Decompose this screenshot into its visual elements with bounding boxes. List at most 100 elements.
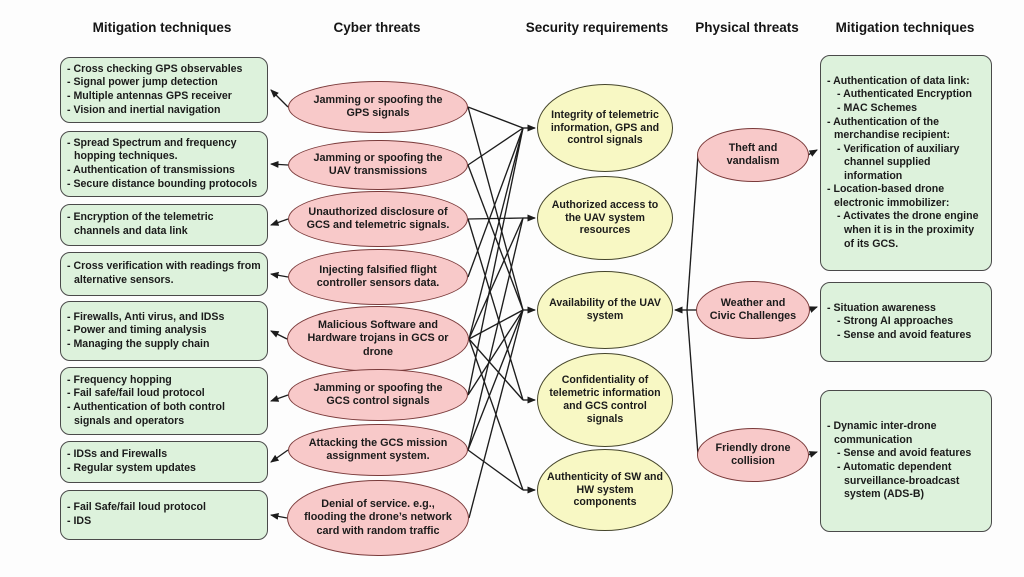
security-requirement-ellipse-label: Integrity of telemetric information, GPS… xyxy=(550,108,660,147)
cyber-threat-ellipse-1: Jamming or spoofing the UAV transmission… xyxy=(288,140,468,190)
security-requirement-ellipse-label: Authenticity of SW and HW system compone… xyxy=(547,470,663,509)
edge-cyber-to-mitigation xyxy=(270,271,289,279)
physical-threat-ellipse-label: Friendly drone collision xyxy=(715,441,791,467)
edge-cyber-to-requirement xyxy=(467,217,524,220)
security-requirement-ellipse-0: Integrity of telemetric information, GPS… xyxy=(537,84,673,172)
edge-cyber-to-requirement xyxy=(467,309,524,451)
column-header-2: Security requirements xyxy=(525,20,669,35)
edge-cyber-to-mitigation xyxy=(270,394,289,402)
cyber-threat-ellipse-label: Attacking the GCS mission assignment sys… xyxy=(308,436,448,462)
mitigation-line: - MAC Schemes xyxy=(837,102,918,115)
mitigation-line: - IDSs and Firewalls xyxy=(67,448,168,461)
edge-cyber-to-requirement xyxy=(468,127,524,340)
cyber-threat-ellipse-7: Denial of service. e.g., flooding the dr… xyxy=(287,480,469,556)
mitigation-line: - Automatic dependent surveillance-broad… xyxy=(837,461,960,501)
column-header-4: Mitigation techniques xyxy=(835,20,975,35)
mitigation-line: - Encryption of the telemetric channels … xyxy=(67,211,214,237)
physical-threat-ellipse-0: Theft and vandalism xyxy=(697,128,809,182)
mitigation-line: - Dynamic inter-drone communication xyxy=(827,420,937,446)
cyber-threat-ellipse-3: Injecting falsified flight controller se… xyxy=(288,249,468,305)
mitigation-line: - Multiple antennas GPS receiver xyxy=(67,90,232,102)
cyber-threat-ellipse-label: Unauthorized disclosure of GCS and telem… xyxy=(306,205,450,231)
right-mitigation-box-0: - Authentication of data link:- Authenti… xyxy=(820,55,992,271)
security-requirement-ellipse-2: Availability of the UAV system xyxy=(537,271,673,349)
mitigation-line: - Cross verification with readings from … xyxy=(67,260,261,286)
edge-physical-to-mitigation xyxy=(807,451,818,458)
edge-cyber-to-requirement xyxy=(467,127,524,396)
edge-cyber-to-requirement xyxy=(468,309,524,340)
mitigation-line: - Frequency hopping xyxy=(67,373,172,386)
security-requirement-ellipse-4: Authenticity of SW and HW system compone… xyxy=(537,449,673,531)
mitigation-line: - Power and timing analysis xyxy=(67,324,207,337)
cyber-threat-ellipse-label: Jamming or spoofing the GCS control sign… xyxy=(313,381,443,407)
security-requirement-ellipse-1: Authorized access to the UAV system reso… xyxy=(537,176,673,260)
edge-cyber-to-requirement xyxy=(467,309,524,396)
cyber-threat-ellipse-4: Malicious Software and Hardware trojans … xyxy=(287,306,469,372)
edge-cyber-to-requirement xyxy=(467,127,524,278)
mitigation-line: - Situation awareness xyxy=(827,301,936,314)
edge-cyber-to-requirement xyxy=(467,127,524,166)
left-mitigation-box-6: - IDSs and Firewalls- Regular system upd… xyxy=(60,441,268,483)
edge-cyber-to-mitigation xyxy=(270,160,289,168)
edge-cyber-to-mitigation xyxy=(270,449,289,463)
edge-cyber-to-requirement xyxy=(467,449,524,491)
right-mitigation-box-2: - Dynamic inter-drone communication- Sen… xyxy=(820,390,992,532)
mitigation-line: - Verification of auxiliary channel supp… xyxy=(837,142,960,182)
mitigation-line: - Sense and avoid features xyxy=(837,328,972,341)
edge-physical-to-requirement xyxy=(686,309,699,456)
mitigation-line: - Fail safe/fail loud protocol xyxy=(67,387,205,400)
mitigation-line: - Fail Safe/fail loud protocol xyxy=(67,501,206,514)
cyber-threat-ellipse-5: Jamming or spoofing the GCS control sign… xyxy=(288,369,468,421)
edge-cyber-to-requirement xyxy=(467,217,524,451)
left-mitigation-box-1: - Spread Spectrum and frequency hopping … xyxy=(60,131,268,197)
left-mitigation-box-2: - Encryption of the telemetric channels … xyxy=(60,204,268,246)
mitigation-line: - Activates the drone engine when it is … xyxy=(837,210,979,250)
cyber-threat-ellipse-label: Malicious Software and Hardware trojans … xyxy=(307,319,449,358)
edge-cyber-to-mitigation xyxy=(270,330,288,340)
left-mitigation-box-5: - Frequency hopping- Fail safe/fail loud… xyxy=(60,367,268,435)
cyber-threat-ellipse-label: Denial of service. e.g., flooding the dr… xyxy=(304,498,452,537)
left-mitigation-box-3: - Cross verification with readings from … xyxy=(60,252,268,296)
mitigation-line: - Regular system updates xyxy=(67,462,196,474)
mitigation-line: - Cross checking GPS observables xyxy=(67,62,243,75)
edge-cyber-to-requirement xyxy=(467,106,524,311)
left-mitigation-box-4: - Firewalls, Anti virus, and IDSs- Power… xyxy=(60,301,268,361)
mitigation-line: - Managing the supply chain xyxy=(67,337,210,350)
cyber-threat-ellipse-6: Attacking the GCS mission assignment sys… xyxy=(288,424,468,476)
cyber-threat-ellipse-label: Injecting falsified flight controller se… xyxy=(316,263,440,289)
left-mitigation-box-7: - Fail Safe/fail loud protocol- IDS xyxy=(60,490,268,540)
edge-physical-to-mitigation xyxy=(808,306,818,313)
physical-threat-ellipse-label: Weather and Civic Challenges xyxy=(709,296,797,322)
cyber-threat-ellipse-label: Jamming or spoofing the GPS signals xyxy=(313,93,443,119)
mitigation-line: - Spread Spectrum and frequency hopping … xyxy=(67,136,237,163)
edge-cyber-to-requirement xyxy=(468,217,524,340)
mitigation-line: - IDS xyxy=(67,515,92,527)
edge-cyber-to-requirement xyxy=(467,106,524,129)
security-requirement-ellipse-label: Availability of the UAV system xyxy=(549,297,661,322)
edge-physical-to-mitigation xyxy=(807,149,818,157)
cyber-threat-ellipse-2: Unauthorized disclosure of GCS and telem… xyxy=(288,191,468,247)
column-header-3: Physical threats xyxy=(695,20,799,35)
mitigation-line: - Authenticated Encryption xyxy=(837,88,972,101)
edge-cyber-to-requirement xyxy=(467,218,524,401)
cyber-threat-ellipse-0: Jamming or spoofing the GPS signals xyxy=(288,81,468,133)
left-mitigation-box-0: - Cross checking GPS observables- Signal… xyxy=(60,57,268,123)
mitigation-line: - Authentication of the merchandise reci… xyxy=(827,115,950,142)
column-header-0: Mitigation techniques xyxy=(92,20,232,35)
mitigation-line: - Signal power jump detection xyxy=(67,76,218,89)
edge-cyber-to-mitigation xyxy=(270,218,289,226)
mitigation-line: - Sense and avoid features xyxy=(837,447,972,460)
physical-threat-ellipse-1: Weather and Civic Challenges xyxy=(696,281,810,339)
edge-cyber-to-mitigation xyxy=(270,89,289,108)
edge-cyber-to-requirement xyxy=(468,309,524,519)
mitigation-line: - Vision and inertial navigation xyxy=(67,103,221,116)
column-header-1: Cyber threats xyxy=(333,20,421,35)
mitigation-line: - Secure distance bounding protocols xyxy=(67,177,258,190)
security-requirement-ellipse-label: Authorized access to the UAV system reso… xyxy=(551,198,659,237)
mitigation-line: - Authentication of data link: xyxy=(827,74,970,87)
security-requirement-ellipse-3: Confidentiality of telemetric informatio… xyxy=(537,353,673,447)
mitigation-line: - Firewalls, Anti virus, and IDSs xyxy=(67,310,225,323)
mitigation-line: - Location-based drone electronic immobi… xyxy=(827,183,950,209)
